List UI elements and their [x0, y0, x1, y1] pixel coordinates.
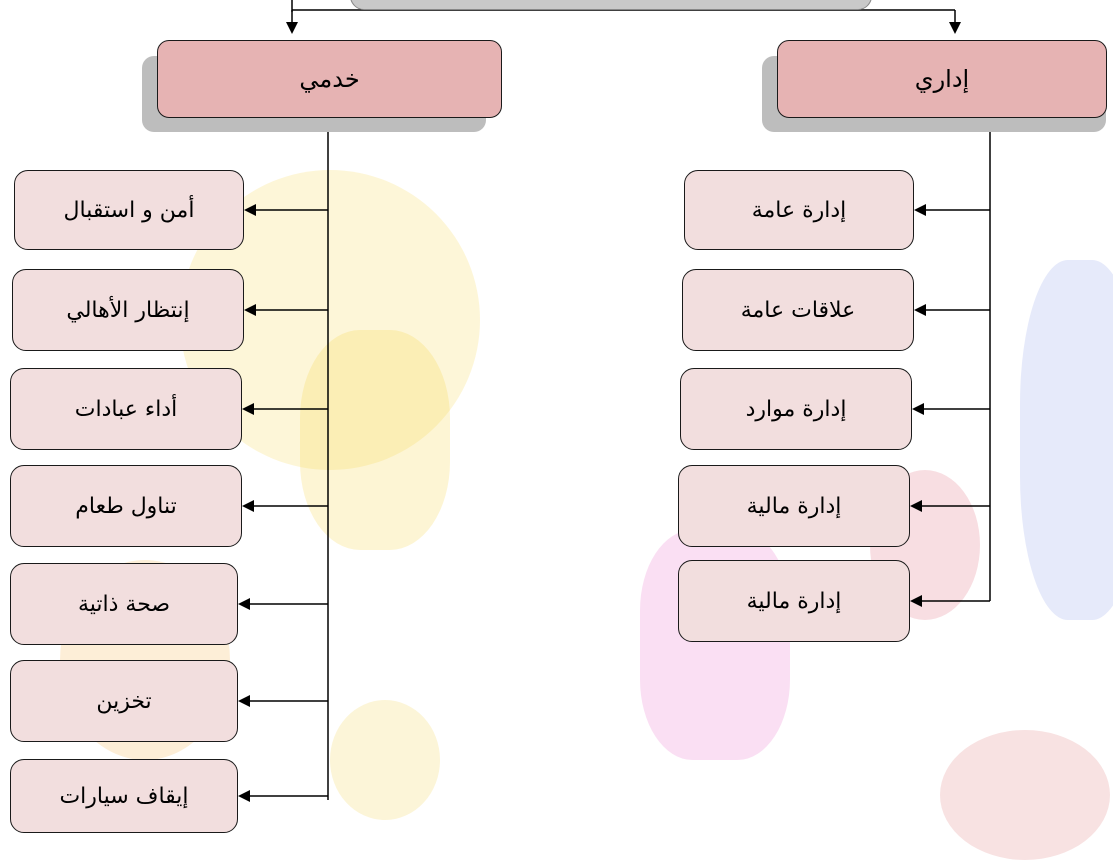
- top-header-shadow: [350, 0, 872, 10]
- right-item-box[interactable]: إدارة موارد: [680, 368, 912, 450]
- right-item-box[interactable]: إدارة عامة: [684, 170, 914, 250]
- right-item-box[interactable]: إدارة مالية: [678, 465, 910, 547]
- background-blue-figure-shape: [1020, 260, 1113, 620]
- right-item-box[interactable]: إدارة مالية: [678, 560, 910, 642]
- left-item-box[interactable]: صحة ذاتية: [10, 563, 238, 645]
- left-item-box[interactable]: أمن و استقبال: [14, 170, 244, 250]
- left-item-box[interactable]: تناول طعام: [10, 465, 242, 547]
- right-item-box[interactable]: علاقات عامة: [682, 269, 914, 351]
- left-item-box[interactable]: أداء عبادات: [10, 368, 242, 450]
- background-yellow-drop-shape: [330, 700, 440, 820]
- background-red-shape: [940, 730, 1110, 860]
- left-item-box[interactable]: إيقاف سيارات: [10, 759, 238, 833]
- background-child-shape: [300, 330, 450, 550]
- left-item-box[interactable]: تخزين: [10, 660, 238, 742]
- right-head[interactable]: إداري: [777, 40, 1107, 118]
- left-item-box[interactable]: إنتظار الأهالي: [12, 269, 244, 351]
- left-head[interactable]: خدمي: [157, 40, 502, 118]
